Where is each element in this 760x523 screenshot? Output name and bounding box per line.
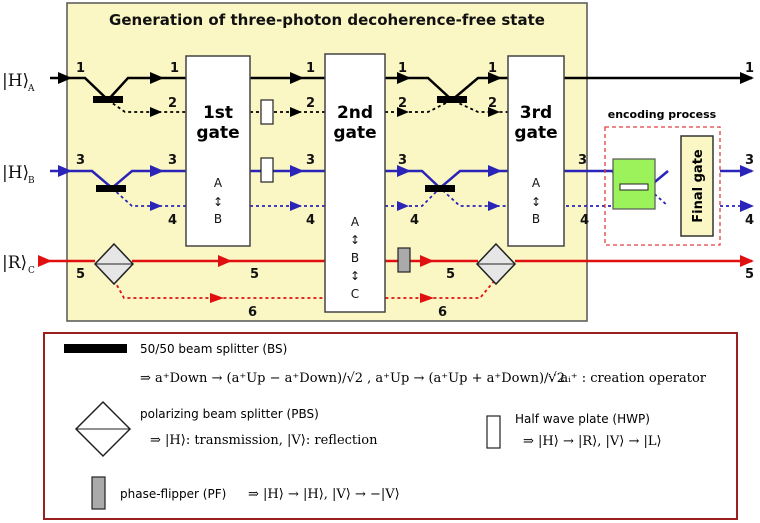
- beam-splitter-icon: [437, 96, 467, 103]
- gate-2-port-a: A: [351, 215, 360, 229]
- mode-label: 1: [398, 61, 407, 76]
- legend-pbs-label: polarizing beam splitter (PBS): [140, 407, 319, 421]
- mode-label: 3: [398, 153, 407, 168]
- pbs-icon-right: [475, 242, 517, 286]
- legend-pbs-formula: ⇒ |H⟩: transmission, |V⟩: reflection: [150, 433, 378, 448]
- mode-6-paths: [113, 279, 496, 299]
- mode-label: 4: [580, 213, 589, 228]
- legend-pf-label: phase-flipper (PF): [120, 487, 226, 501]
- gate-1-title-1: 1st: [203, 103, 233, 123]
- mode-label: 5: [745, 267, 754, 282]
- mode-c-arrows: [38, 255, 754, 303]
- mode-label: 2: [398, 96, 407, 111]
- mode-label: 3: [306, 153, 315, 168]
- mode-label: 4: [306, 213, 315, 228]
- legend-pf-icon: [91, 476, 106, 510]
- mode-label: 5: [250, 267, 259, 282]
- panel-title: Generation of three-photon decoherence-f…: [109, 11, 545, 29]
- gate-3-port-a: A: [532, 176, 541, 190]
- gate-3: [507, 55, 565, 247]
- encoding-label: encoding process: [608, 108, 717, 121]
- beam-splitter-icon: [96, 185, 126, 192]
- encoding-bs-icon: [619, 183, 649, 191]
- input-ket-c: |R⟩: [2, 253, 27, 273]
- mode-label: 4: [410, 213, 419, 228]
- mode-label: 1: [306, 61, 315, 76]
- final-gate-label: Final gate: [691, 149, 706, 223]
- mode-label: 2: [306, 96, 315, 111]
- gate-1-port-b: B: [214, 212, 222, 226]
- gate-2-port-c: C: [351, 287, 359, 301]
- beam-splitter-icon: [425, 185, 455, 192]
- legend-bs-icon: [64, 344, 127, 353]
- mode-label: 2: [168, 96, 177, 111]
- gate-1: [185, 55, 251, 247]
- mode-label: 1: [170, 61, 179, 76]
- gate-3-title-1: 3rd: [520, 103, 552, 123]
- beam-splitter-icon: [93, 96, 123, 103]
- mode-a-arrows: [58, 72, 754, 117]
- mode-label: 5: [76, 267, 85, 282]
- gate-3-port-b: B: [532, 212, 540, 226]
- legend-pf-formula: ⇒ |H⟩ → |H⟩, |V⟩ → −|V⟩: [248, 487, 400, 502]
- gate-1-title-2: gate: [196, 123, 239, 143]
- final-gate: [680, 135, 714, 237]
- mode-label: 6: [438, 305, 447, 320]
- gate-2-title-1: 2nd: [337, 103, 373, 123]
- legend-bs-label: 50/50 beam splitter (BS): [140, 342, 287, 356]
- gate-2-port-arrow-2: ↕: [350, 269, 360, 283]
- legend-bs-formula: ⇒ a⁺Down → (a⁺Up − a⁺Down)/√2 , a⁺Up → (…: [140, 371, 565, 386]
- mode-label: 3: [168, 153, 177, 168]
- mode-label: 3: [745, 153, 754, 168]
- mode-label: 6: [248, 305, 257, 320]
- legend-hwp-label: Half wave plate (HWP): [515, 412, 650, 426]
- input-ket-a: |H⟩: [2, 71, 29, 91]
- gate-1-port-arrow: ↕: [213, 195, 223, 209]
- phase-flipper-icon: [397, 247, 411, 273]
- mode-label: 3: [76, 153, 85, 168]
- input-sub-b: B: [28, 176, 35, 186]
- mode-b-arrows: [58, 165, 754, 212]
- mode-label: 5: [446, 267, 455, 282]
- gate-2-port-b: B: [351, 251, 359, 265]
- mode-label: 4: [745, 213, 754, 228]
- gate-3-port-arrow: ↕: [531, 195, 541, 209]
- mode-label: 1: [488, 61, 497, 76]
- legend-box: [43, 332, 738, 520]
- input-sub-c: C: [28, 266, 35, 276]
- mode-label: 1: [745, 61, 754, 76]
- encoding-box: [604, 126, 721, 246]
- gate-2-port-arrow-1: ↕: [350, 233, 360, 247]
- legend-hwp-icon: [486, 415, 501, 449]
- input-ket-b: |H⟩: [2, 163, 29, 183]
- legend-hwp-formula: ⇒ |H⟩ → |R⟩, |V⟩ → |L⟩: [523, 434, 662, 449]
- mode-label: 1: [76, 61, 85, 76]
- hwp-icon: [260, 99, 274, 125]
- gate-3-title-2: gate: [514, 123, 557, 143]
- pbs-icon-left: [93, 242, 135, 286]
- mode-label: 3: [578, 153, 587, 168]
- legend-pbs-icon: [74, 400, 132, 458]
- input-sub-a: A: [27, 84, 35, 94]
- gate-2-title-2: gate: [333, 123, 376, 143]
- legend-creation: ∵ aᵢ⁺ : creation operator: [548, 371, 707, 386]
- mode-label: 4: [168, 213, 177, 228]
- gate-2: [324, 53, 386, 313]
- mode-label: 2: [488, 96, 497, 111]
- gate-1-port-a: A: [214, 176, 223, 190]
- hwp-icon: [260, 157, 274, 183]
